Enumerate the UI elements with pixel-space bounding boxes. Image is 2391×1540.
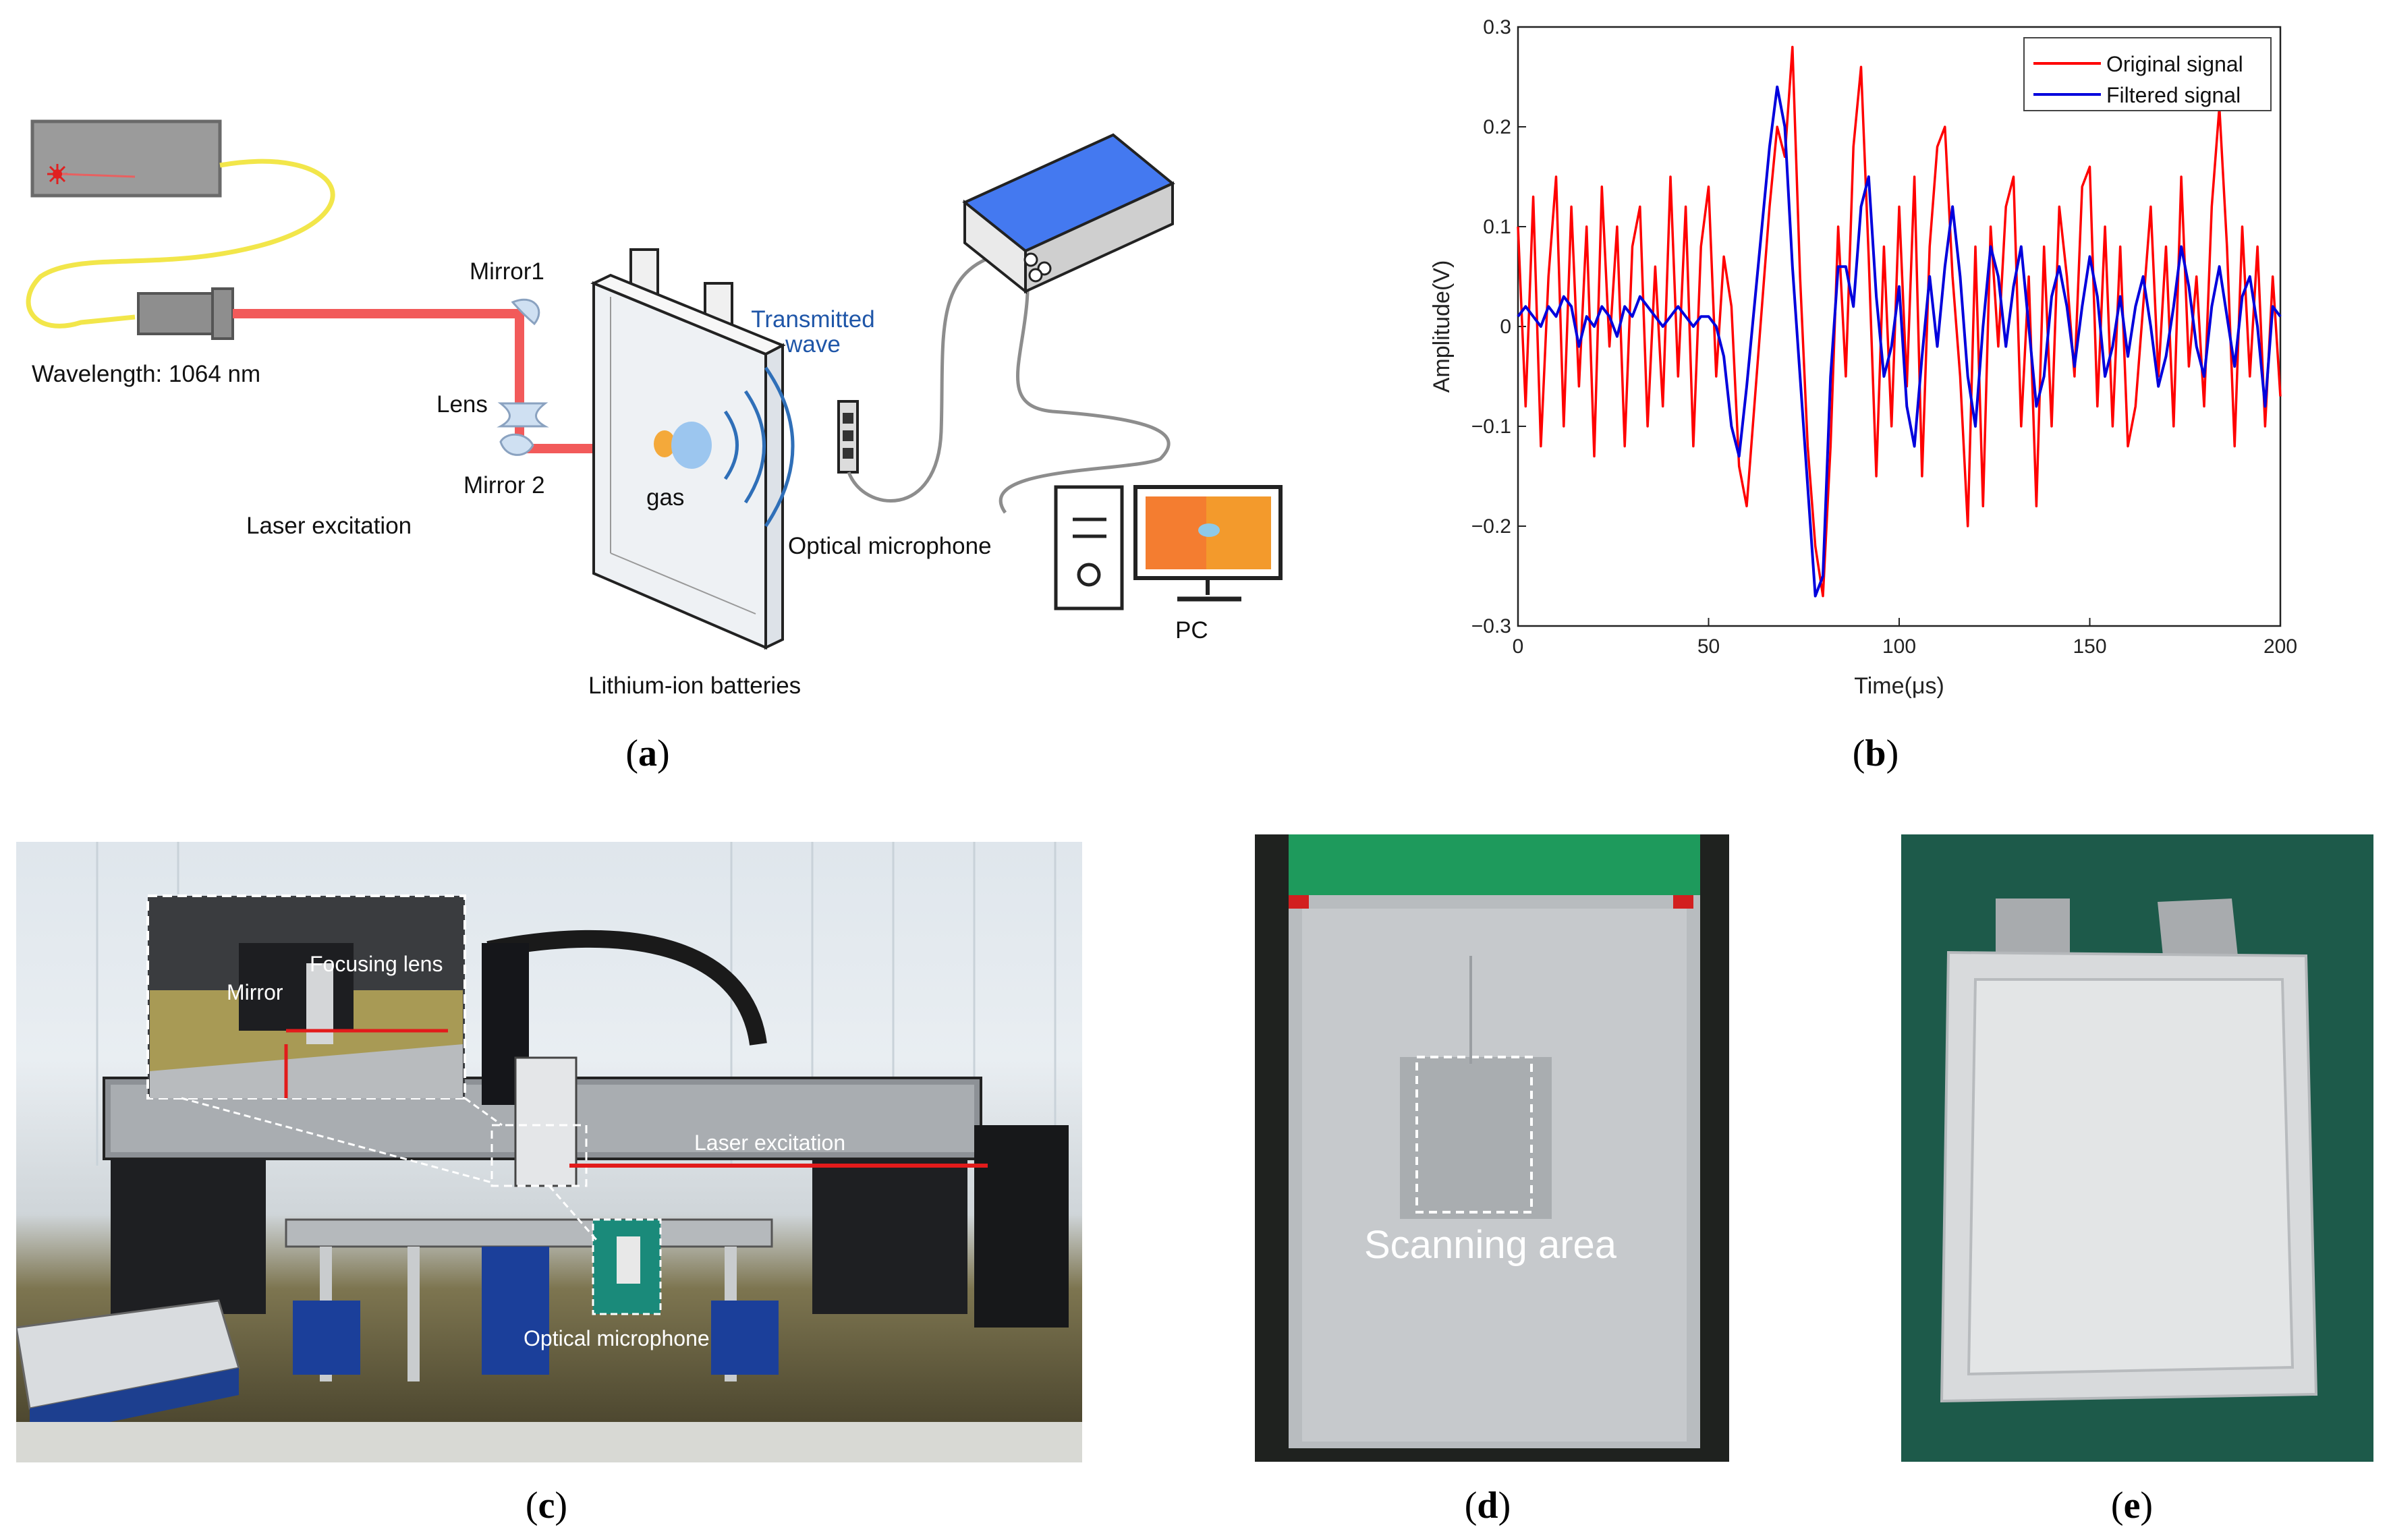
y-tick-label: 0 [1500,316,1511,338]
series-line-filtered [1517,85,2282,598]
legend-original-label: Original signal [2106,52,2243,76]
panel-d-caption: (d) [1464,1485,1511,1527]
signal-chart: 0 50 100 150 200 −0.3 −0.2 −0.1 0 0.1 0.2 0.3 Ampli… [1429,16,2297,699]
x-tick-label: 50 [1697,635,1720,658]
battery-label: Lithium-ion batteries [588,673,801,699]
fiber-cable [26,159,335,329]
battery-illustration [590,248,786,650]
y-tick-label: 0.2 [1483,116,1511,138]
x-axis-label: Time(μs) [1854,673,1944,699]
legend-filtered-label: Filtered signal [2106,83,2241,107]
x-tick-label: 0 [1513,635,1524,658]
mirror2-icon [499,433,534,456]
y-tick-label: 0.1 [1483,216,1511,238]
x-tick-label: 200 [2263,635,2297,658]
photo-laser-excitation-label: Laser excitation [694,1131,846,1155]
mirror1-label: Mirror1 [470,258,544,285]
y-tick-label: −0.3 [1471,615,1511,637]
panel-b-caption: (b) [1852,733,1899,774]
schematic-diagram [26,119,1283,650]
panel-b-letter: b [1865,733,1886,774]
focusing-lens-label: Focusing lens [310,952,443,976]
setup-photo: Focusing lens Mirror Laser excitation Op… [16,842,1082,1462]
battery-photo-scanning: Scanning area [1255,834,1729,1462]
wavelength-label: Wavelength: 1064 nm [32,361,261,387]
laser-excitation-label: Laser excitation [246,513,412,539]
scanning-area-label: Scanning area [1364,1223,1617,1267]
lens-icon [497,402,549,428]
gas-spot [654,430,675,457]
transmitted-wave-arcs [723,366,795,527]
microphone-cable [847,251,1006,503]
transmitted-wave-label-line2: wave [785,331,841,358]
scanning-area-box [1415,1056,1533,1214]
optical-microphone-icon [837,400,859,474]
mirror-label: Mirror [227,980,283,1004]
transmitted-wave-label: Transmitted wave [742,307,884,357]
panel-d-letter: d [1477,1485,1498,1527]
y-axis-label: Amplitude(V) [1429,260,1455,393]
x-tick-label: 150 [2073,635,2106,658]
mirror1-icon [511,298,540,326]
panel-e-caption: (e) [2110,1485,2154,1527]
laser-head [137,292,214,335]
lens-label: Lens [437,391,488,418]
panel-a-caption: (a) [625,733,670,774]
mirror2-label: Mirror 2 [463,472,545,498]
panel-c-caption: (c) [525,1485,568,1527]
transmitted-wave-label-line1: Transmitted [751,306,875,333]
acquisition-device [962,133,1175,295]
y-tick-label: −0.2 [1471,515,1511,538]
gas-bubble [671,422,712,469]
pc-monitor-icon [1133,485,1283,602]
pouch-battery-photo [1901,834,2373,1462]
panel-e-letter: e [2123,1485,2141,1527]
pc-label: PC [1175,617,1208,644]
pc-cable [998,252,1171,514]
panel-a-letter: a [638,733,657,774]
y-tick-label: −0.1 [1471,416,1511,438]
optical-microphone-label: Optical microphone [788,533,992,559]
pc-tower-icon [1054,485,1124,610]
gas-label: gas [646,484,685,511]
panel-c-letter: c [538,1485,555,1527]
series-line-original [1517,45,2282,598]
y-tick-label: 0.3 [1483,16,1511,38]
photo-optical-microphone-label: Optical microphone [524,1326,710,1350]
plot-area-frame [1517,26,2282,627]
chart-legend: Original signal Filtered signal [2023,37,2272,111]
laser-source-box [30,119,222,198]
x-tick-label: 100 [1882,635,1916,658]
